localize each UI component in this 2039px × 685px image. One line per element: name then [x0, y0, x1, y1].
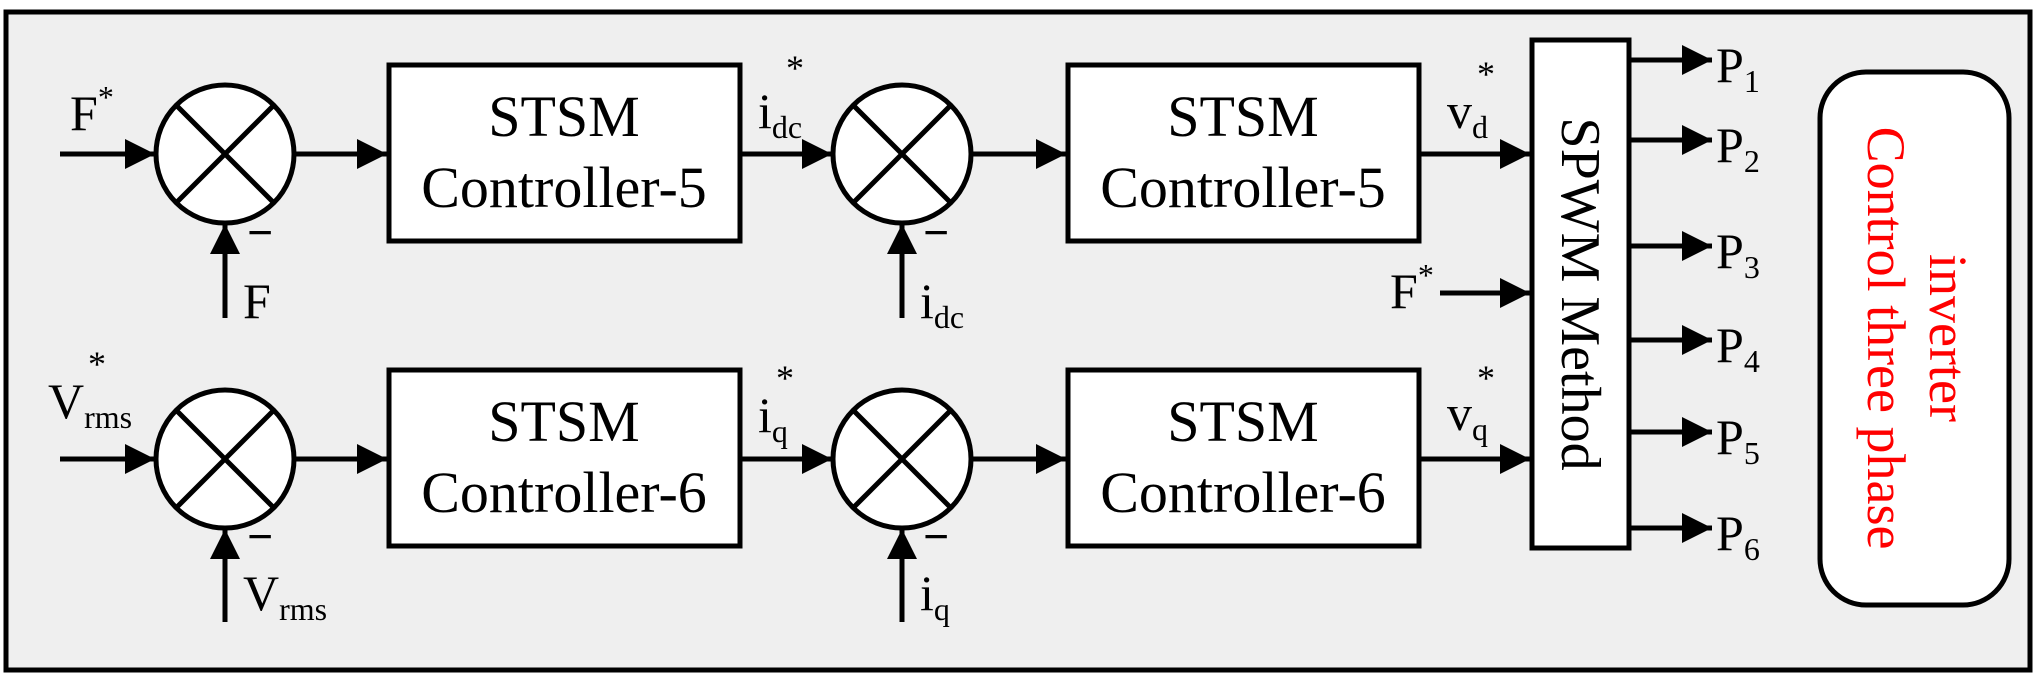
- label-vd-ref-star: *: [1477, 54, 1495, 94]
- stsm-controller-6-a-line2: Controller-6: [421, 460, 707, 525]
- summing-junction-1: [153, 82, 297, 226]
- label-vq-ref: vq: [1447, 385, 1488, 447]
- stsm-controller-6-b-line2: Controller-6: [1100, 460, 1386, 525]
- stsm-controller-6-b-line1: STSM: [1167, 389, 1319, 454]
- label-f-ref: F*: [70, 79, 114, 141]
- stsm-controller-6-a-line1: STSM: [488, 389, 640, 454]
- label-vrms-ref: Vrms: [48, 373, 132, 435]
- stsm-controller-5-b-line1: STSM: [1167, 84, 1319, 149]
- minus-sign-4: −: [923, 511, 949, 562]
- stsm-controller-5-a-line2: Controller-5: [421, 155, 707, 220]
- stsm-controller-5-a-line1: STSM: [488, 84, 640, 149]
- summing-junction-4: [830, 387, 974, 531]
- label-p1: P1: [1716, 37, 1760, 99]
- label-idc-feedback: idc: [920, 273, 964, 335]
- spwm-method-block: [1529, 37, 1632, 551]
- inverter-control-label-line1: Control three phase: [1856, 127, 1916, 550]
- label-p6: P6: [1716, 505, 1760, 567]
- stsm-controller-5-b-line2: Controller-5: [1100, 155, 1386, 220]
- stsm-controller-5-box-b: [1065, 62, 1422, 244]
- label-p4: P4: [1716, 317, 1760, 379]
- label-iq-ref: iq: [758, 387, 788, 449]
- label-p2: P2: [1716, 117, 1760, 179]
- gate-outputs: P1 P2 P3 P4 P5 P6: [1629, 37, 1760, 567]
- label-p3: P3: [1716, 223, 1760, 285]
- inverter-control-box: [1817, 69, 2012, 608]
- label-f-feedback: F: [243, 273, 271, 329]
- label-idc-ref-star: *: [786, 48, 804, 88]
- stsm-controller-5-box-a: [386, 62, 743, 244]
- summing-junction-3: [153, 387, 297, 531]
- stsm-controller-6-box-b: [1065, 367, 1422, 549]
- label-iq-ref-star: *: [776, 358, 794, 398]
- minus-sign-1: −: [247, 207, 273, 258]
- summing-junction-2: [830, 82, 974, 226]
- inverter-control-label-line2: inverter: [1918, 254, 1978, 422]
- stsm-controller-6-box-a: [386, 367, 743, 549]
- minus-sign-2: −: [923, 207, 949, 258]
- label-vq-ref-star: *: [1477, 358, 1495, 398]
- minus-sign-3: −: [247, 511, 273, 562]
- label-vd-ref: vd: [1447, 83, 1488, 145]
- label-iq-feedback: iq: [920, 565, 950, 627]
- label-vrms-feedback: Vrms: [243, 565, 327, 627]
- spwm-method-label: SPWM Method: [1549, 117, 1611, 470]
- label-p5: P5: [1716, 409, 1760, 471]
- label-vrms-ref-star: *: [88, 344, 106, 384]
- label-idc-ref: idc: [758, 83, 802, 145]
- label-spwm-f-ref: F*: [1390, 257, 1434, 319]
